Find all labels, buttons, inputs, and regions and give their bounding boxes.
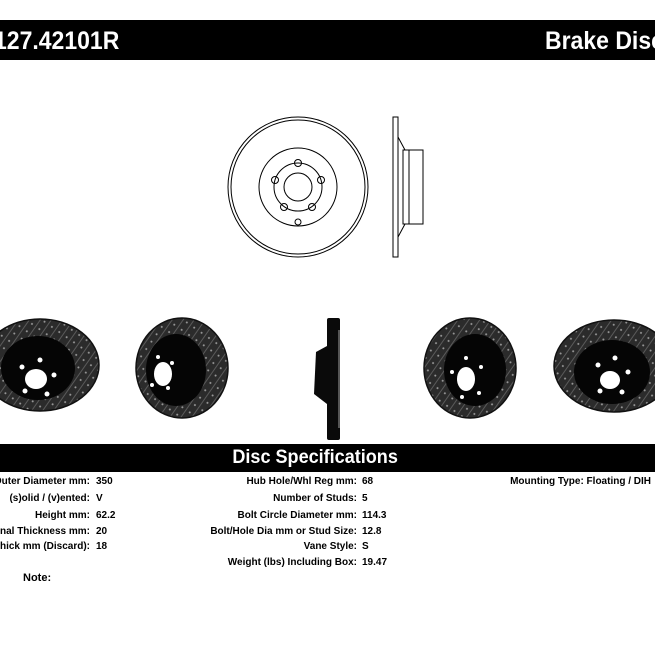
part-number: 127.42101R xyxy=(0,27,120,55)
spec-value: S xyxy=(362,541,369,552)
spec-label: Number of Studs: xyxy=(273,493,357,504)
spec-label: Bolt/Hole Dia mm or Stud Size: xyxy=(210,526,357,537)
disc-photo-2 xyxy=(135,317,229,419)
spec-header-bar: Disc Specifications xyxy=(0,444,655,472)
disc-photo-1 xyxy=(0,318,100,412)
disc-photo-5 xyxy=(553,319,655,413)
spec-value: 68 xyxy=(362,476,374,487)
spec-label: Vane Style: xyxy=(303,541,357,552)
spec-label: Height mm: xyxy=(35,510,90,521)
spec-label: (s)olid / (v)ented: xyxy=(9,493,90,504)
spec-label: Outer Diameter mm: xyxy=(0,476,90,487)
spec-value: 114.3 xyxy=(362,510,387,521)
spec-label: Min Thick mm (Discard): xyxy=(0,541,90,552)
disc-photo-4 xyxy=(423,317,517,419)
mounting-type-label: Mounting Type: Floating / DIH xyxy=(510,476,651,487)
spec-value: V xyxy=(96,493,103,504)
technical-drawing-front xyxy=(227,116,369,258)
spec-value: 19.47 xyxy=(362,557,388,568)
spec-value: 12.8 xyxy=(362,526,382,537)
technical-drawing-side xyxy=(392,116,424,258)
disc-photo-3-profile xyxy=(314,318,340,440)
spec-value: 5 xyxy=(362,493,368,504)
spec-value: 350 xyxy=(96,476,113,487)
spec-label: Bolt Circle Diameter mm: xyxy=(237,510,357,521)
spec-label: Weight (lbs) Including Box: xyxy=(227,557,357,568)
spec-label: Nominal Thickness mm: xyxy=(0,526,90,537)
spec-value: 20 xyxy=(96,526,108,537)
note-label: Note: xyxy=(23,572,52,584)
spec-value: 18 xyxy=(96,541,108,552)
header-bar: 127.42101R Brake Disc xyxy=(0,20,655,60)
spec-value: 62.2 xyxy=(96,510,116,521)
spec-label: Hub Hole/Whl Reg mm: xyxy=(246,476,357,487)
product-title: Brake Disc xyxy=(545,27,655,55)
spec-title: Disc Specifications xyxy=(232,447,399,468)
